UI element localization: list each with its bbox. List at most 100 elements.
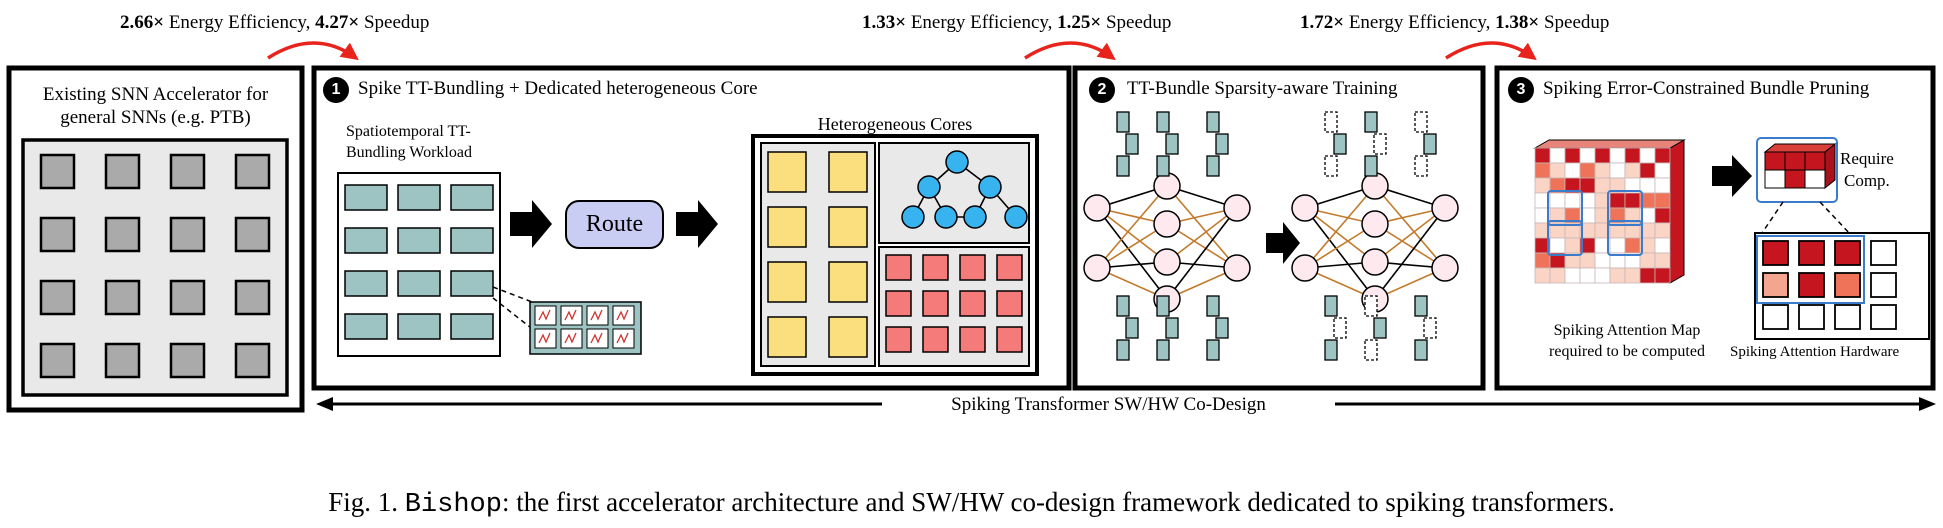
attention-cell — [1654, 252, 1671, 269]
attention-cell — [1654, 192, 1671, 209]
attention-cell — [1654, 177, 1671, 194]
neuron — [1153, 248, 1181, 276]
cube-side — [1824, 142, 1836, 190]
attention-pe — [1870, 240, 1897, 266]
attention-cell — [1564, 267, 1581, 284]
arrow-to-route — [510, 200, 552, 248]
spike-waveform — [538, 309, 551, 321]
weight-bundle — [1423, 133, 1437, 155]
sparse-pe — [996, 254, 1023, 281]
attention-cell — [1639, 177, 1656, 194]
weight-bundle — [1215, 133, 1229, 155]
sparse-pe — [959, 290, 986, 317]
attention-cell — [1534, 252, 1551, 269]
figure-caption: Fig. 1. Bishop: the first accelerator ar… — [328, 487, 1615, 520]
sparse-pe — [959, 254, 986, 281]
attention-pe — [1834, 304, 1861, 330]
weight-bundle — [1156, 111, 1170, 133]
tree-node — [963, 205, 987, 229]
attention-cell — [1564, 192, 1581, 209]
tree-node — [1004, 205, 1028, 229]
weight-bundle — [1364, 155, 1378, 177]
attention-pe — [1762, 304, 1789, 330]
codesign-arrowhead-left — [316, 397, 333, 411]
attention-cell — [1579, 147, 1596, 164]
attention-cell — [1624, 162, 1641, 179]
attention-cell — [1534, 267, 1551, 284]
hw-dash-left — [1759, 201, 1784, 237]
weight-bundle — [1414, 339, 1428, 361]
require-comp-label: Require Comp. — [1840, 149, 1894, 190]
tree-node — [917, 175, 941, 199]
attention-pe — [1798, 272, 1825, 298]
training-panel — [1072, 65, 1486, 391]
workload-cell — [397, 270, 441, 297]
attention-pe — [1798, 304, 1825, 330]
synapse — [1304, 207, 1376, 300]
neuron — [1431, 194, 1459, 222]
spike-waveform — [564, 332, 577, 344]
neuron — [1361, 248, 1389, 276]
attention-cell — [1624, 237, 1641, 254]
attention-cell — [1594, 162, 1611, 179]
weight-bundle — [1324, 295, 1338, 317]
attention-cell — [1594, 147, 1611, 164]
attention-cell — [1624, 147, 1641, 164]
spike-cell — [586, 305, 609, 326]
bundle-highlight — [1607, 190, 1643, 226]
dense-pe — [828, 316, 868, 358]
codesign-arrowhead-right — [1919, 397, 1936, 411]
existing-pe — [39, 342, 76, 379]
sparse-pe — [922, 254, 949, 281]
existing-pe — [234, 342, 271, 379]
gain-arc-2 — [1024, 41, 1116, 61]
pruned-bundle — [1364, 339, 1378, 361]
attention-pe — [1870, 304, 1897, 330]
synapse — [1096, 185, 1168, 269]
sparse-pe — [885, 326, 912, 353]
attention-cell — [1549, 237, 1566, 254]
dense-pe — [767, 316, 807, 358]
weight-bundle — [1206, 295, 1220, 317]
spike-waveform — [616, 309, 629, 321]
existing-accelerator-panel — [6, 65, 305, 413]
attention-cell — [1579, 177, 1596, 194]
panel3-badge: 3 — [1508, 77, 1534, 103]
spike-waveform — [616, 332, 629, 344]
attention-pe — [1870, 272, 1897, 298]
cube-cell — [1784, 169, 1806, 189]
synapse — [1166, 207, 1238, 263]
weight-bundle — [1206, 339, 1220, 361]
pruned-bundle — [1324, 155, 1338, 177]
existing-pe — [234, 153, 271, 190]
bundle-highlight — [1547, 220, 1583, 256]
spike-waveform — [590, 309, 603, 321]
existing-pe — [104, 216, 141, 253]
existing-pe — [169, 153, 206, 190]
spike-cell — [534, 328, 557, 349]
attention-pe — [1762, 240, 1789, 266]
spike-cell — [612, 305, 635, 326]
neuron — [1223, 194, 1251, 222]
workload-cell — [344, 227, 388, 254]
attention-cell — [1579, 162, 1596, 179]
neuron — [1083, 254, 1111, 282]
attention-cell — [1534, 147, 1551, 164]
attention-cell — [1549, 267, 1566, 284]
workload-cell — [344, 184, 388, 211]
weight-bundle — [1333, 133, 1347, 155]
attention-cell — [1654, 237, 1671, 254]
heatmap-top — [1533, 139, 1686, 149]
workload-label: Spatiotemporal TT- Bundling Workload — [346, 123, 472, 161]
attention-cell — [1534, 177, 1551, 194]
dense-pe — [767, 261, 807, 303]
attention-cell — [1594, 177, 1611, 194]
workload-cell — [450, 270, 494, 297]
spike-cell — [560, 305, 583, 326]
attention-cell — [1654, 267, 1671, 284]
gain-label-2: 1.33× Energy Efficiency, 1.25× Speedup — [862, 12, 1172, 33]
existing-panel-title: Existing SNN Accelerator for general SNN… — [42, 84, 269, 128]
spike-cell — [534, 305, 557, 326]
attention-cell — [1654, 222, 1671, 239]
